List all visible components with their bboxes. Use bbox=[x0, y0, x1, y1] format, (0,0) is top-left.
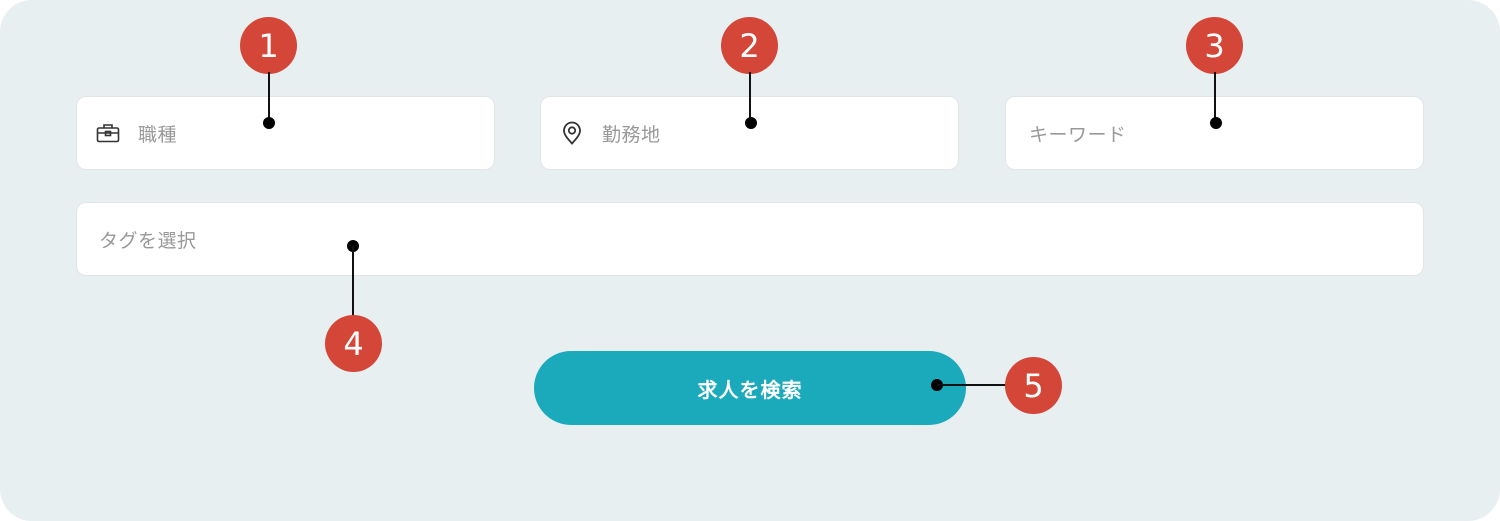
job-type-placeholder: 職種 bbox=[138, 123, 178, 146]
annotation-line-4 bbox=[352, 246, 354, 318]
location-placeholder: 勤務地 bbox=[602, 123, 661, 146]
annotation-line-2 bbox=[749, 72, 751, 123]
annotation-badge-1: 1 bbox=[240, 17, 297, 74]
annotation-dot-2 bbox=[745, 117, 757, 129]
annotation-badge-5: 5 bbox=[1005, 357, 1062, 414]
annotation-line-5 bbox=[937, 384, 1007, 386]
annotation-badge-4: 4 bbox=[325, 315, 382, 372]
annotation-badge-3: 3 bbox=[1186, 17, 1243, 74]
annotation-line-1 bbox=[268, 72, 270, 123]
annotation-dot-3 bbox=[1210, 117, 1222, 129]
briefcase-icon bbox=[96, 121, 120, 145]
annotation-dot-1 bbox=[263, 117, 275, 129]
search-jobs-button[interactable]: 求人を検索 bbox=[534, 351, 966, 425]
keyword-placeholder: キーワード bbox=[1029, 123, 1127, 146]
tag-select[interactable]: タグを選択 bbox=[76, 202, 1424, 276]
job-type-input[interactable]: 職種 bbox=[76, 96, 495, 170]
map-pin-icon bbox=[560, 121, 584, 145]
annotation-badge-2: 2 bbox=[721, 17, 778, 74]
tag-select-placeholder: タグを選択 bbox=[99, 229, 197, 252]
annotation-line-3 bbox=[1214, 72, 1216, 123]
